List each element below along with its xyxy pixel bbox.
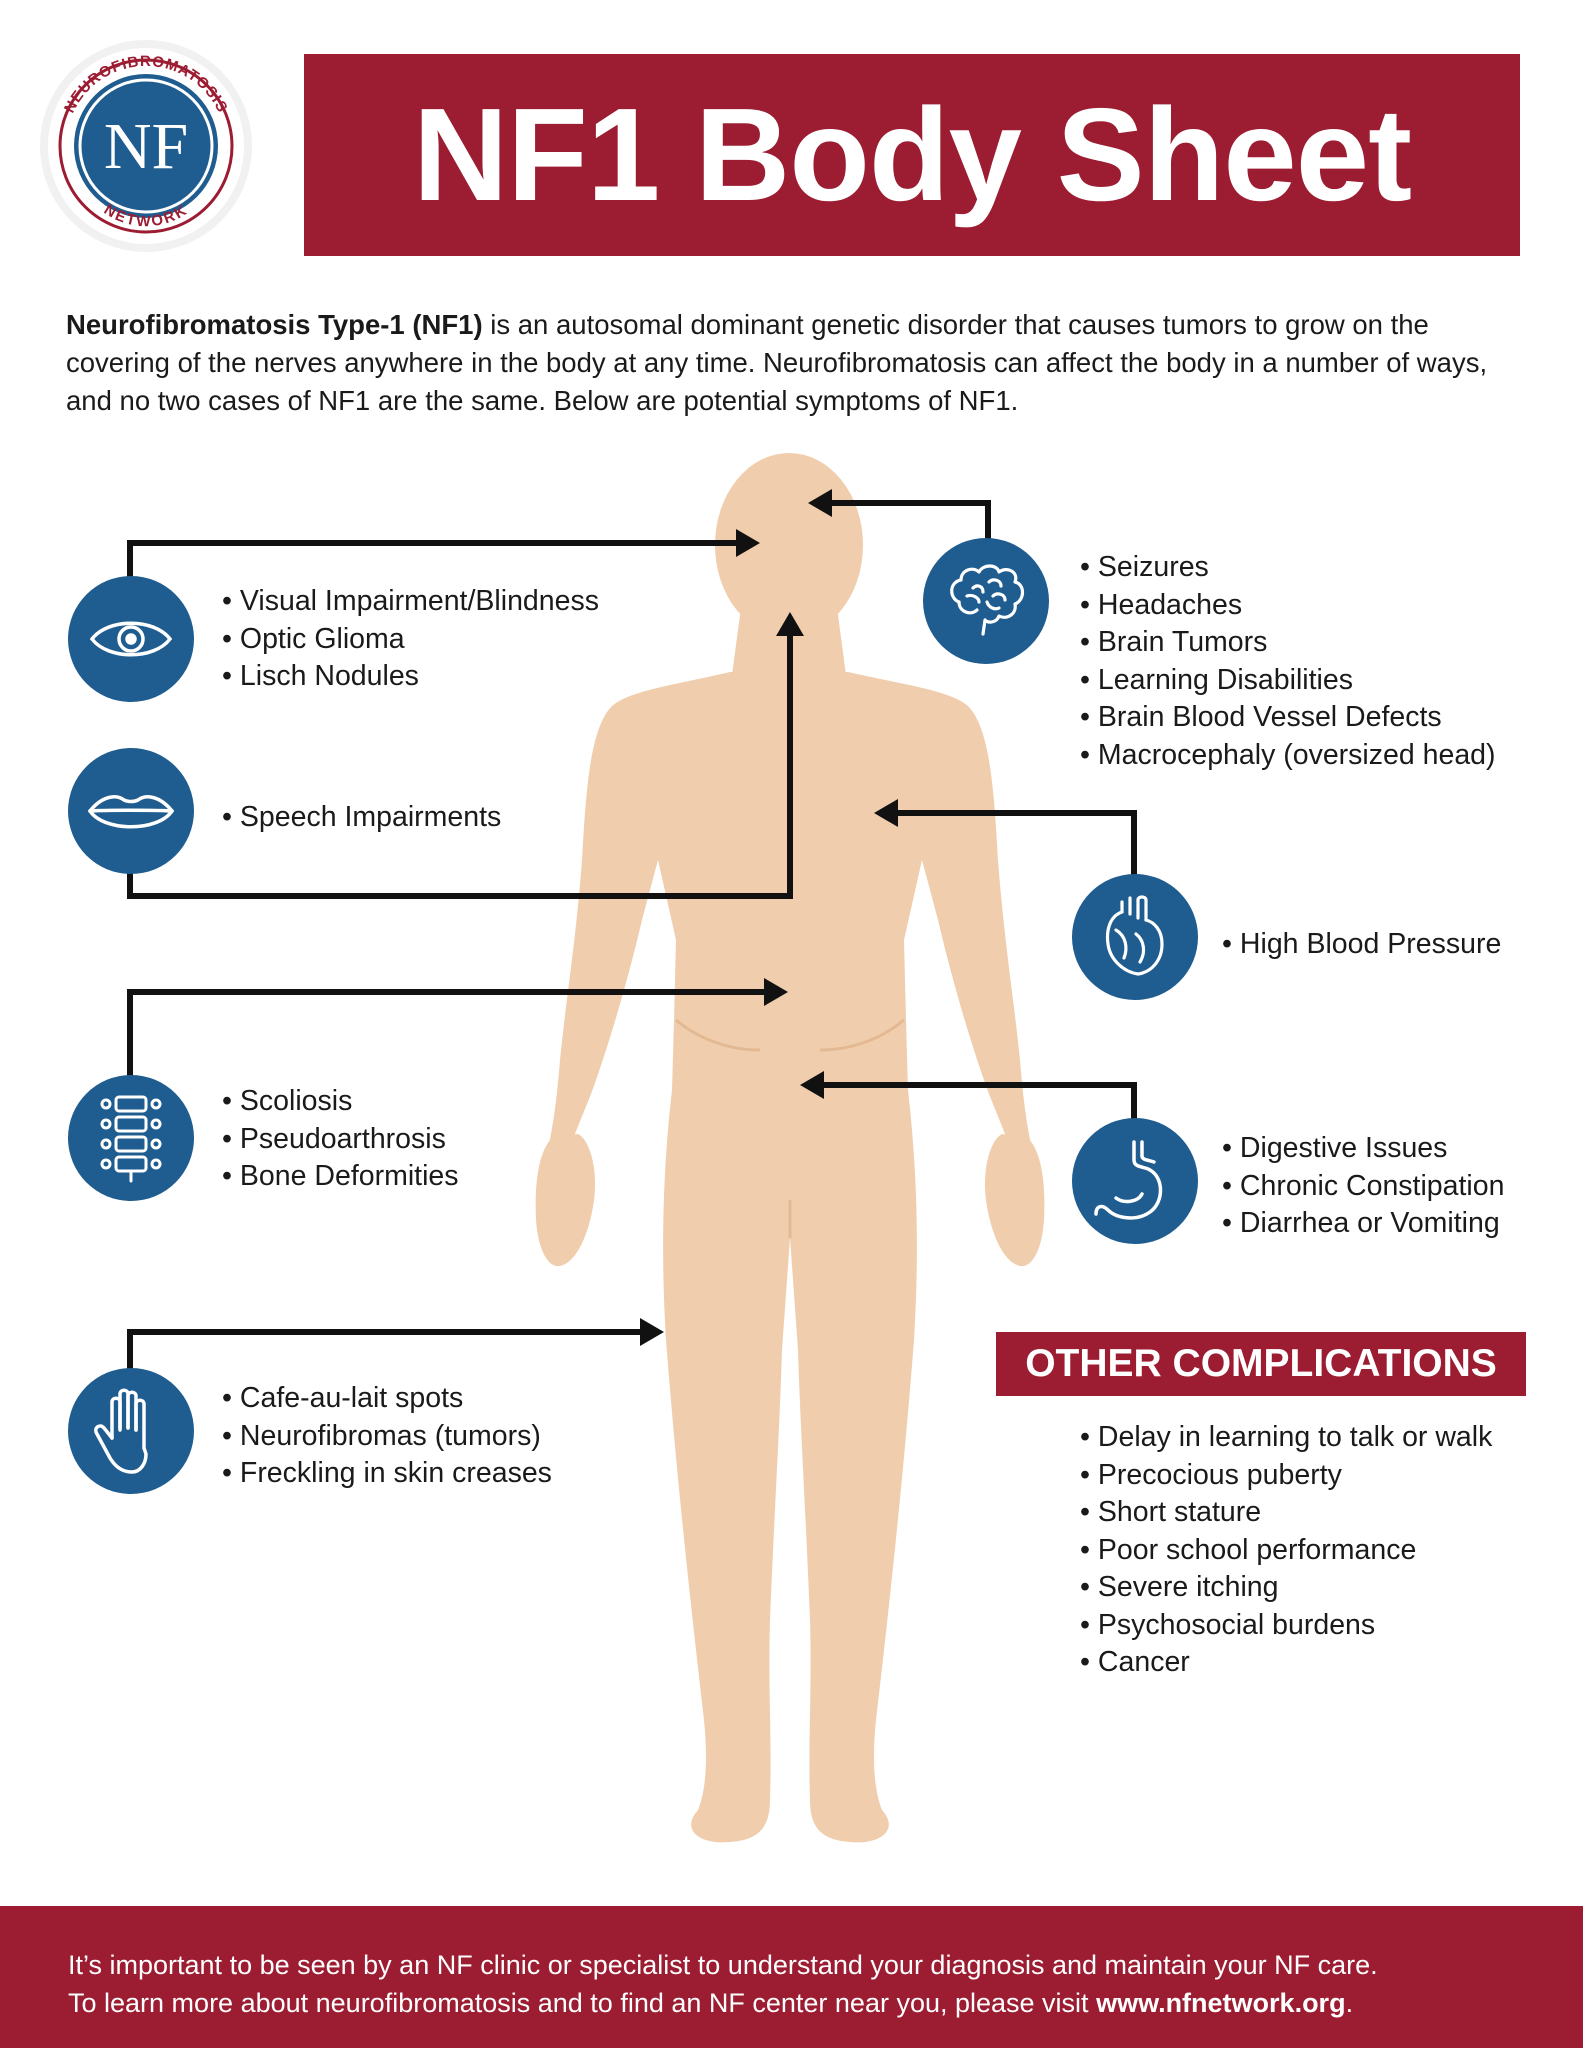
heart-icon (1072, 874, 1198, 1000)
page-title: NF1 Body Sheet (412, 81, 1412, 228)
other-complications-list: Delay in learning to talk or walk Precoc… (1080, 1419, 1492, 1682)
footer-line-1: It’s important to be seen by an NF clini… (68, 1950, 1378, 1980)
list-item: Psychosocial burdens (1080, 1607, 1492, 1645)
footer-banner: It’s important to be seen by an NF clini… (0, 1906, 1583, 2048)
other-complications-heading: OTHER COMPLICATIONS (996, 1332, 1526, 1396)
list-item: Brain Tumors (1080, 624, 1496, 662)
digestive-symptom-list: Digestive Issues Chronic Constipation Di… (1222, 1130, 1505, 1243)
list-item: Diarrhea or Vomiting (1222, 1205, 1504, 1243)
list-item: Severe itching (1080, 1569, 1492, 1607)
list-item: Poor school performance (1080, 1532, 1492, 1570)
eye-icon (68, 576, 194, 702)
list-item: Scoliosis (222, 1083, 459, 1121)
list-item: Chronic Constipation (1222, 1168, 1505, 1206)
footer-line-2-suffix: . (1345, 1988, 1354, 2018)
footer-line-2-prefix: To learn more about neurofibromatosis an… (68, 1988, 1097, 2018)
list-item: Cancer (1080, 1644, 1492, 1682)
mouth-symptom-list: Speech Impairments (222, 799, 501, 837)
heart-symptom-list: High Blood Pressure (1222, 926, 1501, 964)
list-item: Digestive Issues (1222, 1130, 1504, 1168)
hand-icon (68, 1368, 194, 1494)
bone-symptom-list: Scoliosis Pseudoarthrosis Bone Deformiti… (222, 1083, 459, 1196)
spine-icon (68, 1075, 194, 1201)
list-item: Headaches (1080, 587, 1496, 625)
list-item: Speech Impairments (222, 799, 501, 837)
list-item: Macrocephaly (oversized head) (1080, 737, 1496, 775)
list-item: Seizures (1080, 549, 1496, 587)
brain-symptom-list: Seizures Headaches Brain Tumors Learning… (1080, 549, 1496, 774)
logo-initials: NF (104, 110, 188, 183)
list-item: Short stature (1080, 1494, 1492, 1532)
list-item: Optic Glioma (222, 621, 599, 659)
intro-paragraph: Neurofibromatosis Type-1 (NF1) is an aut… (66, 306, 1516, 420)
lips-icon (68, 748, 194, 874)
intro-text: is an autosomal dominant genetic disorde… (66, 309, 1488, 416)
title-banner: NF1 Body Sheet (304, 54, 1520, 256)
list-item: Pseudoarthrosis (222, 1121, 459, 1159)
nf-network-logo: NF NEUROFIBROMATOSIS NETWORK (36, 36, 256, 256)
list-item: Bone Deformities (222, 1158, 459, 1196)
list-item: Cafe-au-lait spots (222, 1380, 552, 1418)
list-item: Learning Disabilities (1080, 662, 1496, 700)
list-item: High Blood Pressure (1222, 926, 1501, 964)
skin-symptom-list: Cafe-au-lait spots Neurofibromas (tumors… (222, 1380, 552, 1493)
footer-line-2: To learn more about neurofibromatosis an… (68, 1986, 1353, 2020)
list-item: Precocious puberty (1080, 1457, 1492, 1495)
list-item: Visual Impairment/Blindness (222, 583, 599, 621)
brain-icon (923, 538, 1049, 664)
list-item: Delay in learning to talk or walk (1080, 1419, 1492, 1457)
list-item: Brain Blood Vessel Defects (1080, 699, 1496, 737)
eye-symptom-list: Visual Impairment/Blindness Optic Glioma… (222, 583, 599, 696)
list-item: Neurofibromas (tumors) (222, 1418, 552, 1456)
stomach-icon (1072, 1118, 1198, 1244)
list-item: Lisch Nodules (222, 658, 599, 696)
list-item: Freckling in skin creases (222, 1455, 552, 1493)
intro-bold: Neurofibromatosis Type-1 (NF1) (66, 309, 483, 340)
footer-website-link[interactable]: www.nfnetwork.org (1096, 1988, 1346, 2018)
